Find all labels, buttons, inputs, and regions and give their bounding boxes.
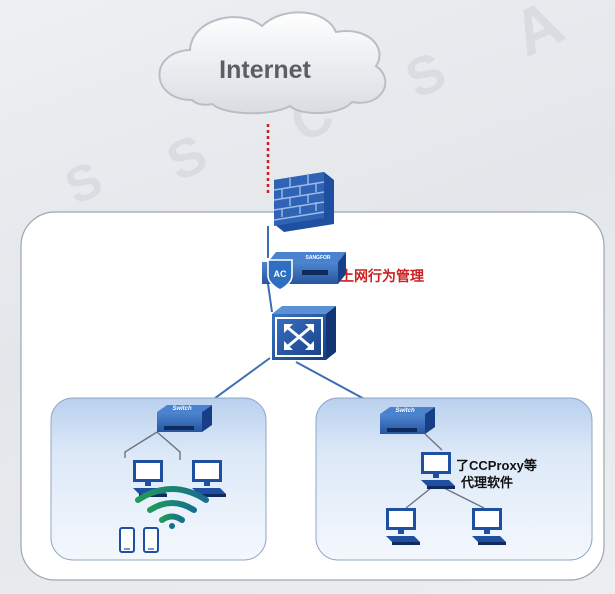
phone-icon <box>143 527 159 553</box>
firewall-icon <box>273 172 334 232</box>
proxy-pc-icon <box>421 452 455 489</box>
ac-badge-label: AC <box>274 269 287 279</box>
proxy-note-line1: 了CCProxy等 <box>456 458 537 473</box>
link-ac-core <box>267 283 273 313</box>
switch-label: Switch <box>172 406 192 412</box>
internet-label: Internet <box>219 56 311 84</box>
watermark-letter: S <box>158 123 216 193</box>
phone-icon <box>119 527 135 553</box>
access-switch-left: Switch <box>157 405 212 432</box>
core-switch-icon <box>272 306 336 360</box>
ac-annotation: 上网行为管理 <box>340 268 424 284</box>
internet-cloud: Internet <box>158 11 387 115</box>
switch-label: Switch <box>395 408 415 414</box>
watermark-letter: S <box>57 151 111 216</box>
ac-brand-label: SANGFOR <box>306 255 331 261</box>
access-switch-right: Switch <box>380 407 435 434</box>
proxy-note-line2: 代理软件 <box>460 475 513 490</box>
watermark-letter: S <box>397 41 455 111</box>
zone-right <box>315 397 593 561</box>
pc-icon <box>192 460 226 497</box>
ac-device: SANGFOR AC <box>262 252 346 291</box>
pc-icon <box>472 508 506 545</box>
watermark-letter: A <box>502 0 574 70</box>
ac-shield-icon <box>267 259 293 291</box>
pc-icon <box>386 508 420 545</box>
left-tree-links <box>124 431 181 460</box>
wifi-icon <box>135 486 209 529</box>
